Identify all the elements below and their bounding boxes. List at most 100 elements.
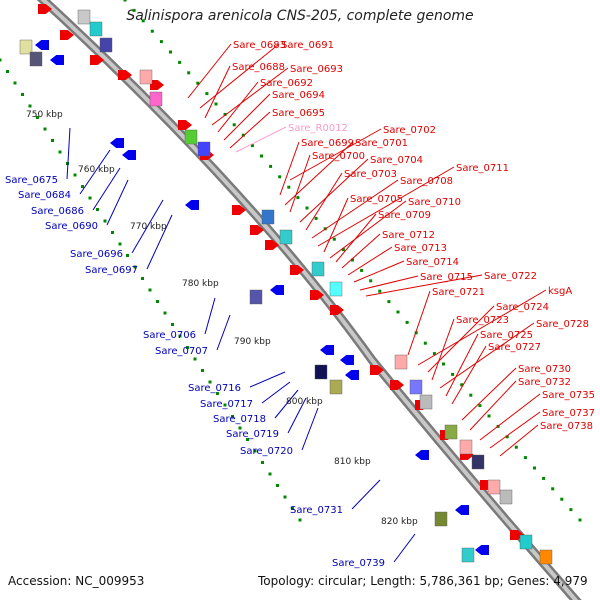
gene-block (184, 129, 198, 145)
gene-label-right[interactable]: Sare_0694 (272, 90, 325, 101)
gene-label-right[interactable]: Sare_0738 (540, 421, 593, 432)
forward-gene-arrow (370, 365, 384, 375)
gene-label-right[interactable]: Sare_0712 (382, 230, 435, 241)
gene-label-right[interactable]: Sare_0730 (518, 364, 571, 375)
gene-label-left[interactable]: Sare_0690 (45, 221, 98, 232)
gene-label-right[interactable]: ksgA (548, 286, 572, 297)
gene-label-left[interactable]: Sare_0719 (226, 429, 279, 440)
outer-track-dot (205, 92, 209, 96)
gene-label-left[interactable]: Sare_0706 (143, 330, 196, 341)
gene-label-right[interactable]: Sare_0722 (484, 271, 537, 282)
gene-label-left[interactable]: Sare_0684 (18, 190, 71, 201)
gene-label-right[interactable]: Sare_0693 (290, 64, 343, 75)
gene-label-left[interactable]: Sare_0697 (85, 265, 138, 276)
gene-label-right[interactable]: Sare_0728 (536, 319, 589, 330)
inner-track-dot (223, 403, 227, 407)
gene-block (77, 9, 91, 25)
gene-label-right[interactable]: Sare_0709 (378, 210, 431, 221)
gene-label-left[interactable]: Sare_0718 (213, 414, 266, 425)
reverse-gene-arrow (122, 150, 136, 160)
label-leader-line (353, 260, 405, 283)
gene-block (261, 209, 275, 225)
gene-label-right[interactable]: Sare_0724 (496, 302, 549, 313)
inner-track-dot (298, 518, 302, 522)
gene-label-right[interactable]: Sare_0703 (344, 169, 397, 180)
gene-label-right[interactable]: Sare_0713 (394, 243, 447, 254)
inner-track-dot (216, 392, 219, 395)
gene-label-right[interactable]: Sare_0700 (312, 151, 365, 162)
inner-track-dot (163, 311, 167, 315)
forward-gene-arrow (390, 380, 404, 390)
label-leader-line (407, 290, 431, 356)
gene-label-right[interactable]: Sare_0715 (420, 272, 473, 283)
gene-label-left[interactable]: Sare_0716 (188, 383, 241, 394)
gene-label-right[interactable]: Sare_0732 (518, 377, 571, 388)
label-leader-line (323, 197, 349, 253)
gene-label-right[interactable]: Sare_0714 (406, 257, 459, 268)
gene-label-left[interactable]: Sare_0686 (31, 206, 84, 217)
gene-label-right[interactable]: Sare_0710 (408, 197, 461, 208)
gene-label-right[interactable]: Sare_0737 (542, 408, 595, 419)
inner-track-dot (111, 231, 114, 234)
gene-label-right[interactable]: Sare_0688 (232, 62, 285, 73)
gene-label-right[interactable]: Sare_0705 (350, 194, 403, 205)
gene-block (394, 354, 408, 370)
gene-label-left[interactable]: Sare_0696 (70, 249, 123, 260)
gene-block (149, 91, 163, 107)
gene-label-right[interactable]: Sare_0695 (272, 108, 325, 119)
label-leader-line (393, 533, 416, 563)
gene-label-right[interactable]: Sare_0723 (456, 315, 509, 326)
gene-label-right[interactable]: Sare_0691 (281, 40, 334, 51)
label-leader-line (106, 179, 129, 226)
gene-block (29, 51, 43, 67)
gene-block (249, 289, 263, 305)
gene-label-right[interactable]: Sare_0725 (480, 330, 533, 341)
inner-track-dot (201, 369, 204, 372)
gene-label-right[interactable]: Sare_0704 (370, 155, 423, 166)
outer-track-dot (341, 248, 345, 252)
gene-label-right[interactable]: Sare_0692 (260, 78, 313, 89)
label-leader-line (479, 393, 541, 441)
inner-track-dot (148, 288, 152, 292)
inner-track-dot (126, 254, 129, 257)
outer-track-dot (159, 40, 163, 44)
label-leader-line (66, 127, 71, 180)
gene-label-left[interactable]: Sare_0717 (200, 399, 253, 410)
reverse-gene-arrow (475, 545, 489, 555)
outer-track-dot (278, 175, 282, 179)
label-leader-line (431, 318, 455, 381)
gene-label-left[interactable]: Sare_0739 (332, 558, 385, 569)
gene-label-right[interactable]: Sare_0727 (488, 342, 541, 353)
gene-label-left[interactable]: Sare_0707 (155, 346, 208, 357)
inner-track-dot (13, 81, 17, 85)
label-leader-line (289, 128, 382, 181)
gene-label-right[interactable]: Sare_0702 (383, 125, 436, 136)
gene-label-right[interactable]: Sare_0701 (355, 138, 408, 149)
label-leader-line (417, 289, 547, 366)
inner-track-dot (283, 495, 287, 499)
gene-block (487, 479, 501, 495)
outer-track-dot (378, 289, 382, 293)
gene-label-left[interactable]: Sare_0720 (240, 446, 293, 457)
gene-block (471, 454, 485, 470)
label-leader-line (146, 214, 173, 270)
gene-label-left[interactable]: Sare_0675 (5, 175, 58, 186)
gene-block (539, 549, 553, 565)
gene-label-left[interactable]: Sare_0731 (290, 505, 343, 516)
outer-track-dot (505, 435, 509, 439)
map-title: Salinispora arenicola CNS-205, complete … (126, 8, 474, 24)
inner-track-dot (231, 415, 234, 418)
gene-label-right[interactable]: Sare_0721 (432, 287, 485, 298)
gene-label-right[interactable]: Sare_0708 (400, 176, 453, 187)
label-leader-line (289, 154, 311, 213)
gene-label-right[interactable]: Sare_R0012 (288, 123, 348, 134)
gene-label-right[interactable]: Sare_0735 (542, 390, 595, 401)
outer-track-dot (578, 518, 582, 522)
gene-label-right[interactable]: Sare_0683 (233, 40, 286, 51)
gene-block (279, 229, 293, 245)
reverse-gene-arrow (455, 505, 469, 515)
gene-label-right[interactable]: Sare_0699 (301, 138, 354, 149)
forward-gene-arrow (150, 80, 164, 90)
gene-label-right[interactable]: Sare_0711 (456, 163, 509, 174)
